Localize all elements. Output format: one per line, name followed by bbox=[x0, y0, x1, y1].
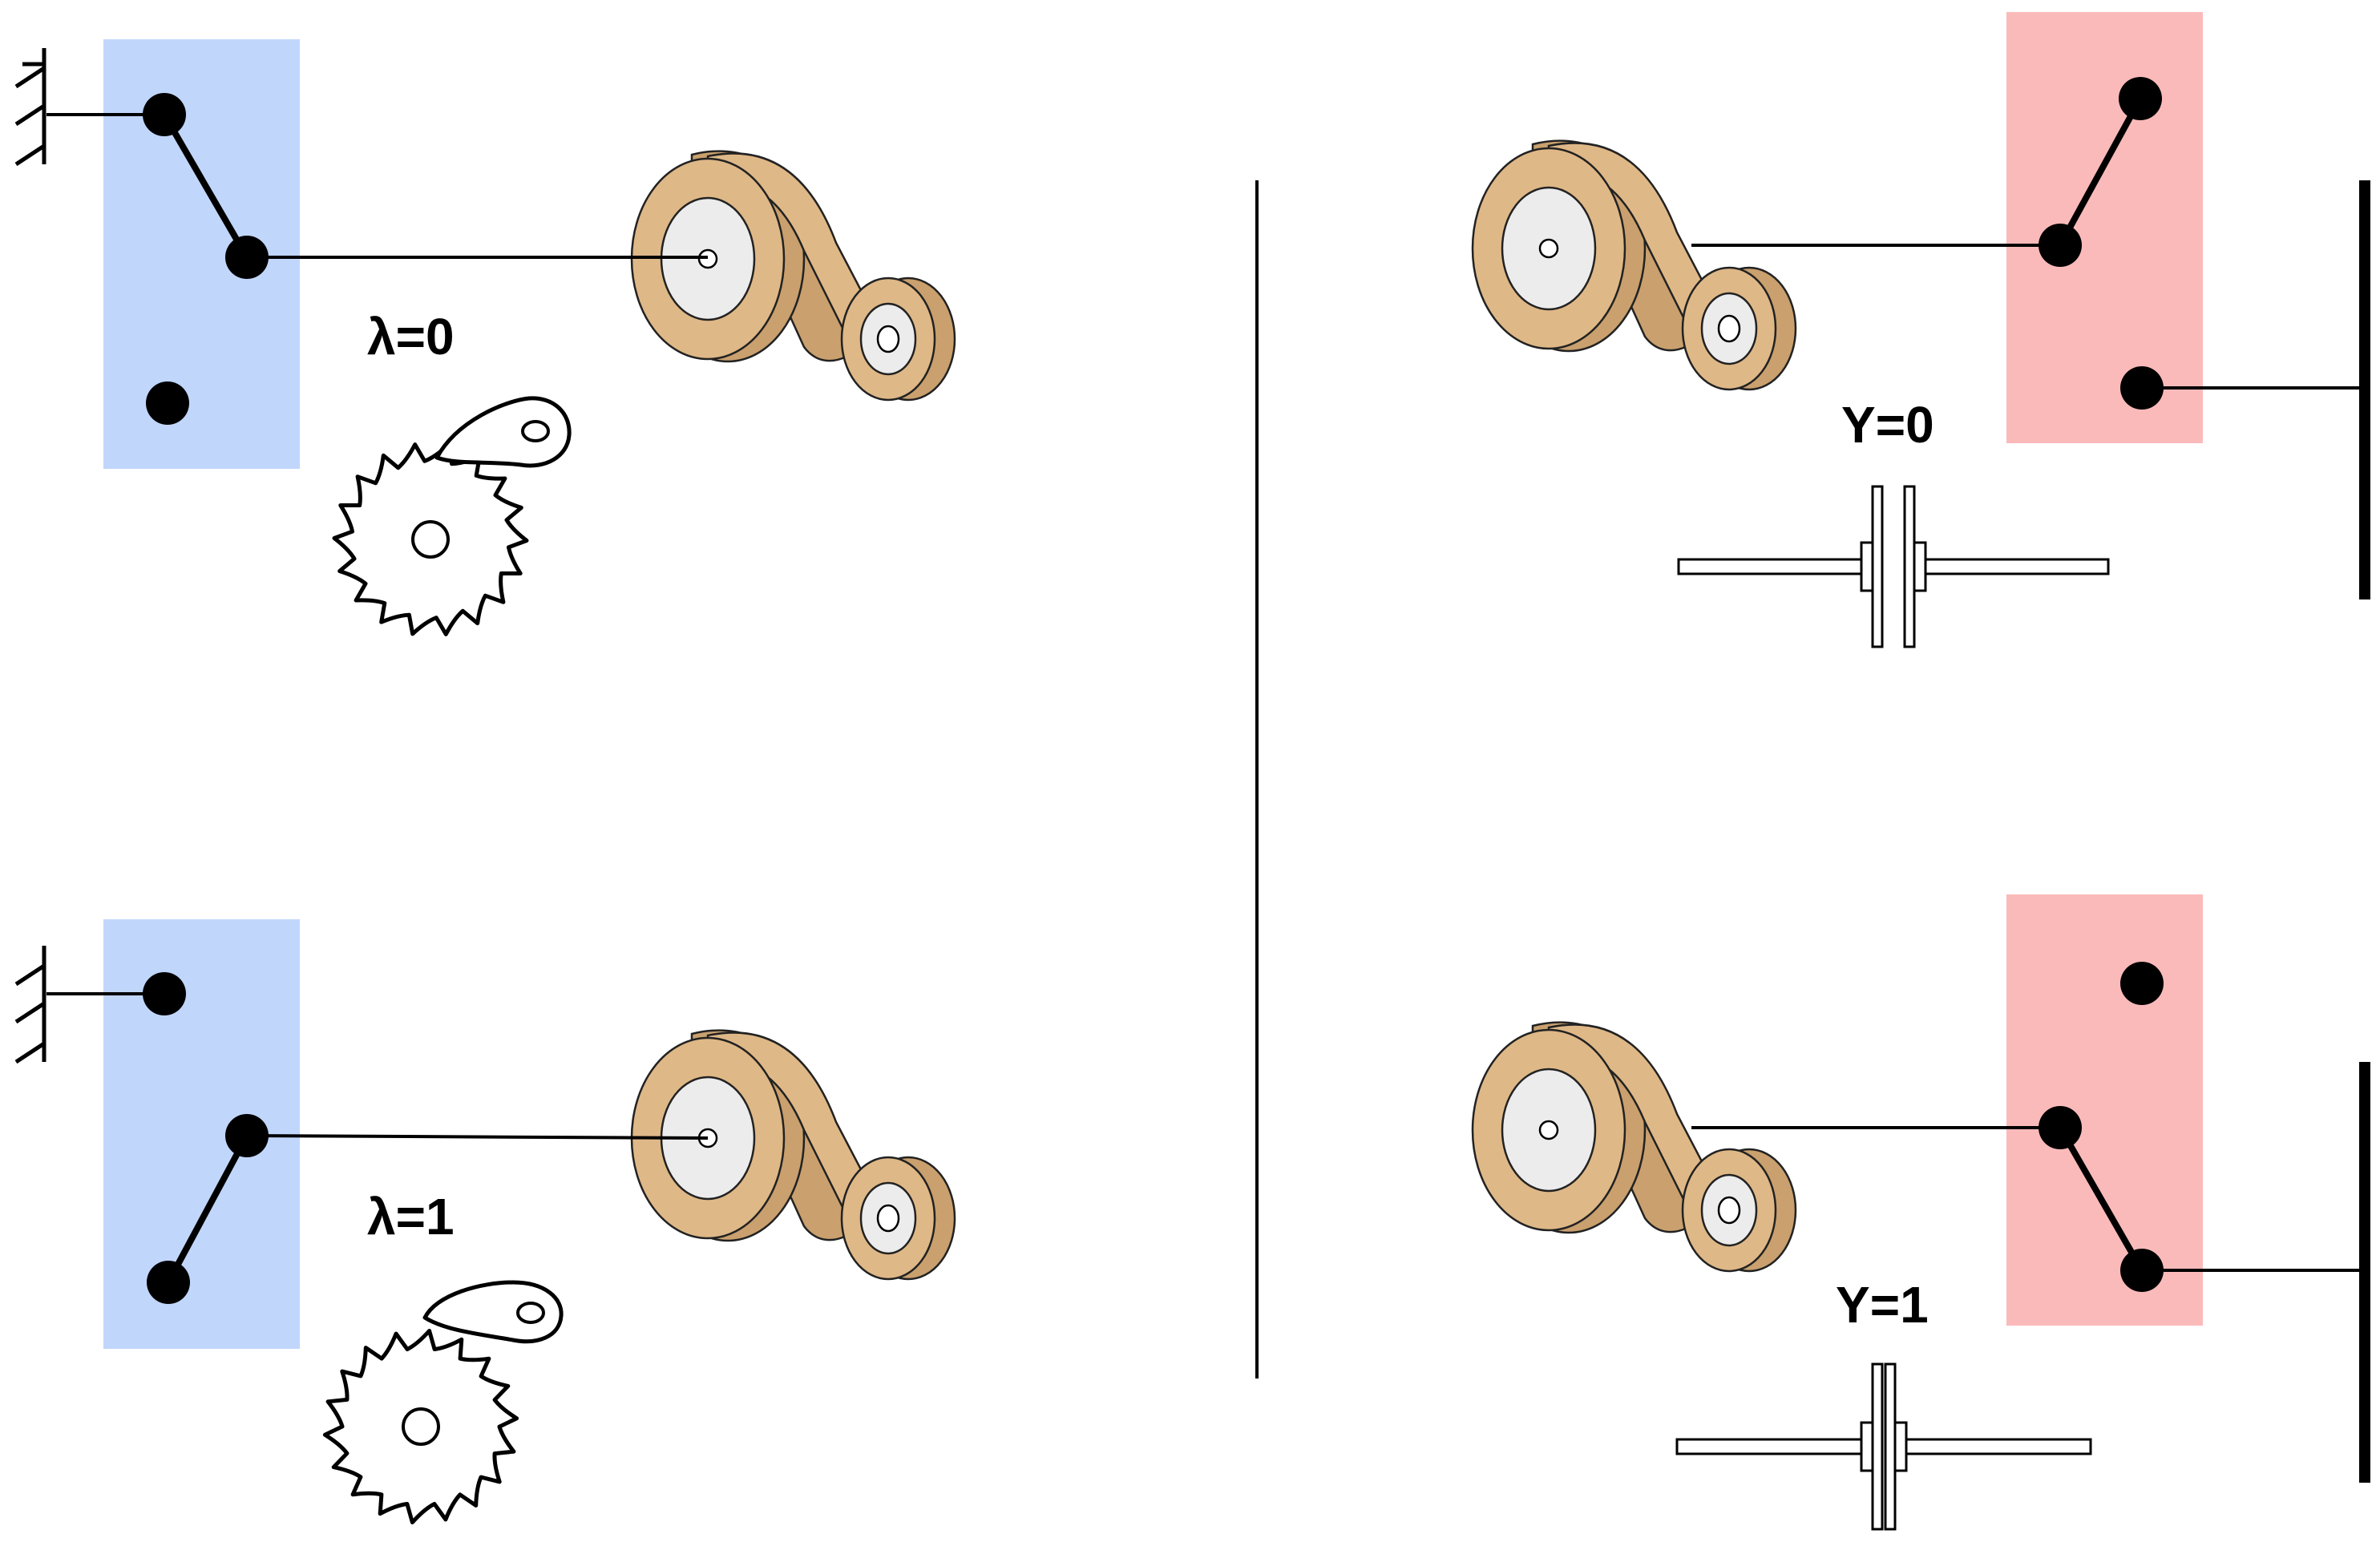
panel-y-0: Y=0 bbox=[1471, 12, 2370, 648]
clock-spring-icon bbox=[630, 150, 956, 402]
ground-hatch-icon bbox=[14, 48, 46, 167]
ratchet-wheel-icon bbox=[322, 1329, 519, 1524]
switch-box-blue bbox=[103, 919, 300, 1349]
switch-box-blue bbox=[103, 39, 300, 469]
switch-icon bbox=[143, 972, 269, 1304]
ground-hatch-icon bbox=[14, 946, 46, 1064]
clock-spring-icon bbox=[1471, 1021, 1797, 1273]
switch-box-pink bbox=[2006, 12, 2203, 443]
clock-spring-icon bbox=[630, 1029, 956, 1281]
panel-lambda-1: λ=1 bbox=[14, 919, 956, 1524]
ratchet-wheel-icon bbox=[332, 442, 529, 636]
label-y-1: Y=1 bbox=[1836, 1276, 1929, 1334]
pawl-icon bbox=[422, 1280, 564, 1344]
label-lambda-1: λ=1 bbox=[367, 1188, 455, 1245]
clutch-icon bbox=[1675, 1362, 2092, 1531]
switch-box-pink bbox=[2006, 894, 2203, 1326]
switch-icon bbox=[2039, 962, 2164, 1292]
label-y-0: Y=0 bbox=[1841, 396, 1934, 454]
panel-lambda-0: λ=0 bbox=[14, 39, 956, 636]
panel-y-1: Y=1 bbox=[1471, 894, 2370, 1531]
clock-spring-icon bbox=[1471, 139, 1797, 391]
pawl-icon bbox=[434, 396, 572, 468]
clutch-icon bbox=[1677, 485, 2110, 648]
switch-icon bbox=[143, 93, 269, 425]
label-lambda-0: λ=0 bbox=[367, 308, 455, 365]
